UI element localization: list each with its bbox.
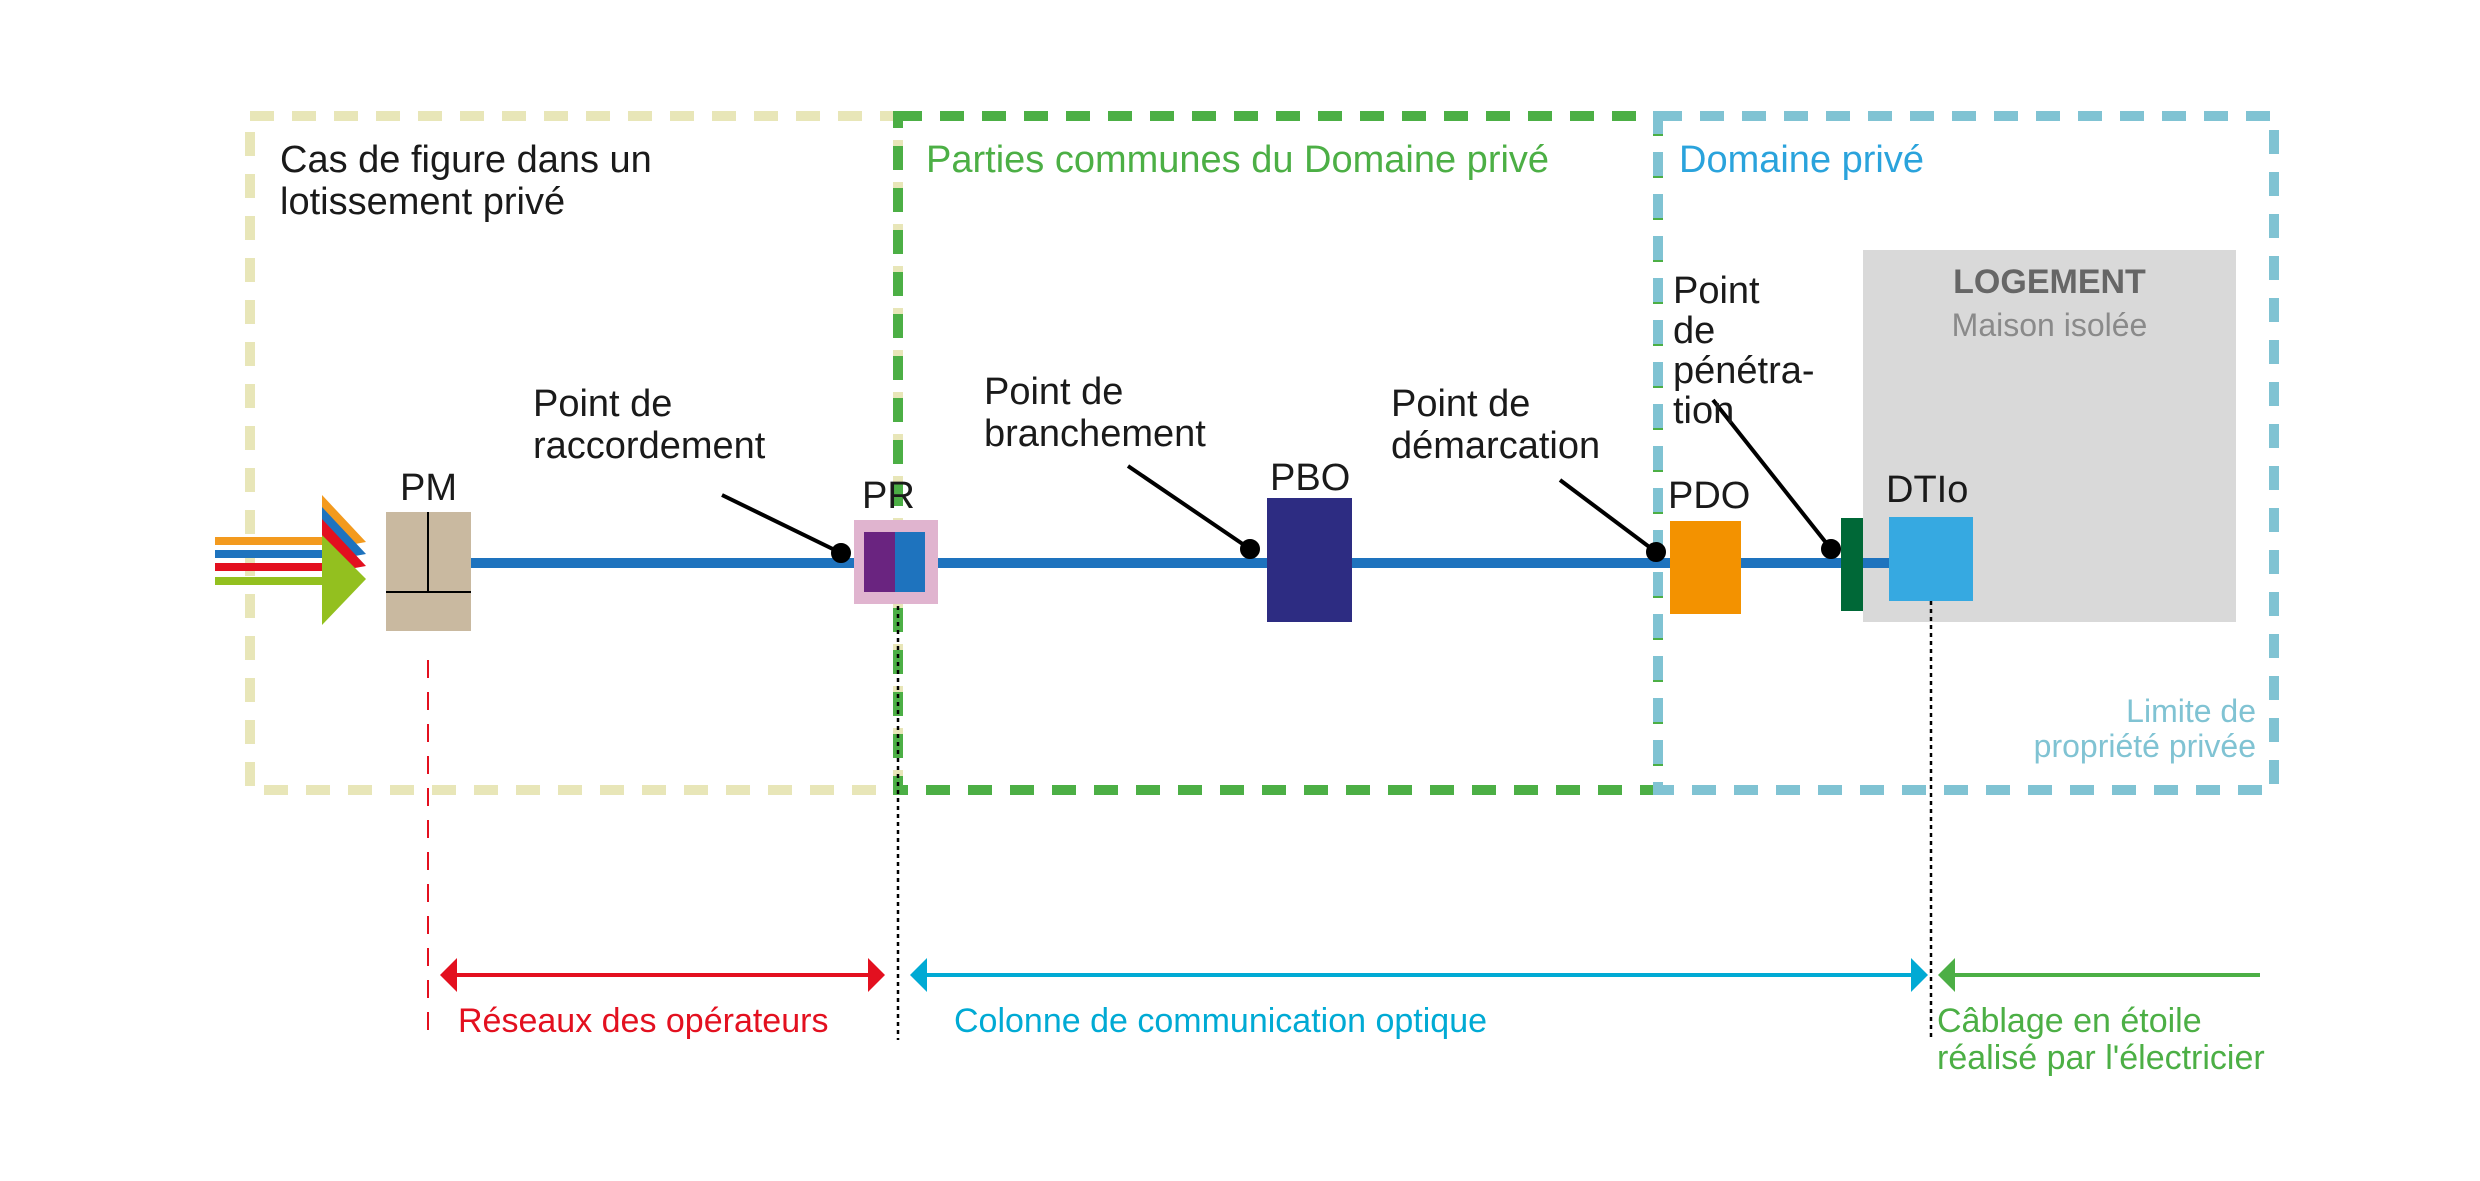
callout-demarcation: Point de démarcation [1391, 383, 1601, 467]
dtio-label: DTIo [1886, 469, 1969, 511]
pbo-box[interactable] [1267, 498, 1352, 622]
pm-label: PM [400, 467, 457, 509]
pr-box[interactable] [854, 520, 938, 604]
span-label-colonne: Colonne de communication optique [954, 1002, 1488, 1040]
pdo-label: PDO [1668, 475, 1751, 517]
span-arrow-colonne-end [1911, 958, 1928, 992]
zone-lotissement-title: Cas de figure dans un lotissement privé [280, 139, 652, 223]
pm-box[interactable] [386, 512, 471, 631]
callout-raccordement: Point de raccordement [533, 383, 766, 467]
callout-branchement: Point de branchement [984, 371, 1206, 455]
pbo-label: PBO [1270, 457, 1351, 499]
zone-parties-communes-title: Parties communes du Domaine privé [926, 139, 1550, 181]
logement-subtitle: Maison isolée [1951, 307, 2148, 343]
callout-penetration: Point de pénétra- tion [1673, 270, 1815, 432]
zone-domaine-prive-border [1653, 111, 2279, 795]
span-label-operateurs: Réseaux des opérateurs [458, 1002, 829, 1040]
span-label-cablage: Câblage en étoile réalisé par l'électric… [1937, 1002, 2265, 1078]
pr-label: PR [862, 475, 915, 517]
incoming-fiber-line [215, 577, 330, 585]
span-arrow-colonne [910, 958, 1918, 992]
dtio-box[interactable] [1889, 517, 1973, 601]
span-arrow-cablage [1938, 958, 2260, 992]
incoming-fiber-arrowhead [322, 535, 366, 625]
incoming-fiber-line [215, 550, 330, 558]
incoming-fibers [215, 495, 366, 625]
limite-propriete-label: Limite de propriété privée [2033, 693, 2256, 765]
incoming-fiber-line [215, 563, 330, 571]
incoming-fiber-line [215, 537, 330, 545]
callout-leaders [721, 398, 1841, 563]
pdo-box[interactable] [1670, 521, 1741, 614]
span-arrow-operateurs [440, 958, 885, 992]
logement-title: LOGEMENT [1953, 263, 2146, 301]
zone-domaine-prive-title: Domaine privé [1679, 139, 1924, 181]
penetration-point-bar[interactable] [1841, 518, 1863, 611]
